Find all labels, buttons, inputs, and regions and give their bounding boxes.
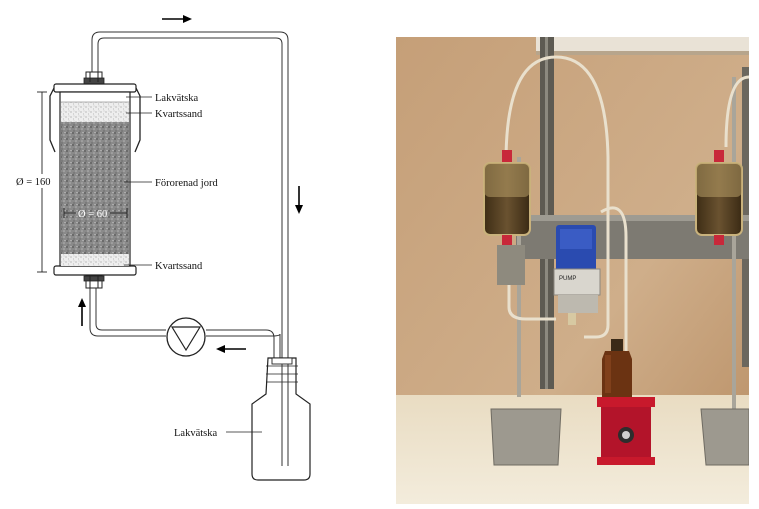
leachate-bottle	[251, 357, 311, 481]
photo-tubing	[504, 55, 749, 355]
bottle-tubes	[281, 364, 289, 466]
laboratory-photo: PUMP	[396, 37, 749, 504]
tubing-feed-line	[89, 288, 281, 358]
photo-bottle-and-stand	[597, 339, 655, 465]
label-lakvatska-bottle: Lakvätska	[174, 428, 217, 439]
stand-base-left	[490, 408, 562, 466]
flow-arrow-down	[295, 186, 303, 214]
photo-column-right	[695, 150, 743, 245]
top-connector	[83, 71, 105, 85]
outer-diameter-label: Ø = 160	[16, 177, 51, 188]
label-fororenad-jord: Förorenad jord	[155, 178, 218, 189]
flow-arrow-left	[216, 345, 246, 353]
pump-label: PUMP	[559, 276, 576, 282]
photo-column-left	[483, 150, 531, 285]
pump-symbol	[166, 317, 206, 357]
bench	[396, 395, 749, 504]
soil-column	[49, 83, 141, 276]
leaching-column-diagram: Ø = 160 Ø = 60	[14, 15, 311, 481]
photo-pump: PUMP	[553, 225, 601, 325]
inner-diameter-dimension	[63, 208, 128, 218]
flow-arrow-top	[162, 15, 192, 23]
label-kvartssand-bottom: Kvartssand	[155, 261, 203, 272]
bottom-connector	[83, 275, 105, 289]
label-kvartssand-top: Kvartssand	[155, 109, 203, 120]
label-lakvatska-top: Lakvätska	[155, 93, 198, 104]
flow-arrow-up	[78, 298, 86, 326]
shelf	[536, 37, 749, 51]
inner-diameter-label: Ø = 60	[78, 209, 107, 220]
label-leaders	[124, 96, 262, 433]
